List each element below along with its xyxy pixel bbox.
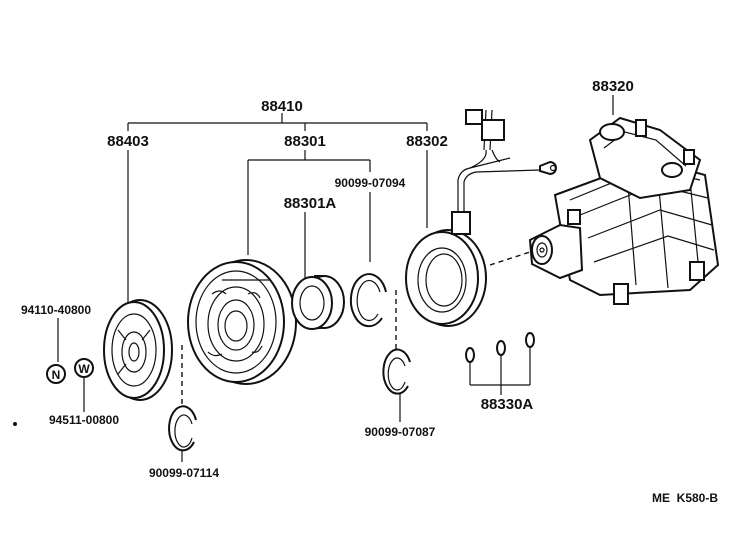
label-pulley: 88301	[284, 133, 326, 150]
pulley-part	[187, 259, 297, 385]
field-coil-part	[405, 109, 557, 327]
label-snap-ring-hub: 90099-07114	[149, 466, 219, 480]
label-bearing: 88301A	[284, 195, 337, 212]
snap-ring-hub-part	[168, 405, 197, 452]
label-snap-ring-coil: 90099-07087	[365, 425, 436, 439]
bearing-part	[291, 275, 345, 330]
label-drawing-code: ME K580-B	[652, 491, 718, 505]
label-shims: 88330A	[481, 396, 534, 413]
label-nut: 94110-40800	[21, 303, 91, 317]
label-washer: 94511-00800	[49, 413, 119, 427]
nut-letter: N	[52, 368, 61, 382]
label-coil: 88302	[406, 133, 448, 150]
washer-part: W	[74, 358, 94, 378]
leader-lines	[57, 95, 614, 462]
washer-letter: W	[78, 362, 90, 376]
clutch-hub-part	[103, 299, 173, 401]
label-snap-ring-pulley: 90099-07094	[335, 176, 406, 190]
label-hub: 88403	[107, 133, 149, 150]
compressor-part	[528, 116, 720, 305]
shims-part	[465, 332, 535, 363]
label-assembly: 88410	[261, 98, 303, 115]
part-labels: 88410 88403 88301 88302 88320 88301A 900…	[21, 78, 718, 505]
snap-ring-coil-part	[382, 348, 411, 395]
label-compressor: 88320	[592, 78, 634, 95]
center-axis	[181, 251, 531, 410]
snap-ring-pulley-part	[349, 273, 387, 328]
dot-mark	[13, 422, 17, 426]
nut-part: N	[46, 364, 66, 384]
